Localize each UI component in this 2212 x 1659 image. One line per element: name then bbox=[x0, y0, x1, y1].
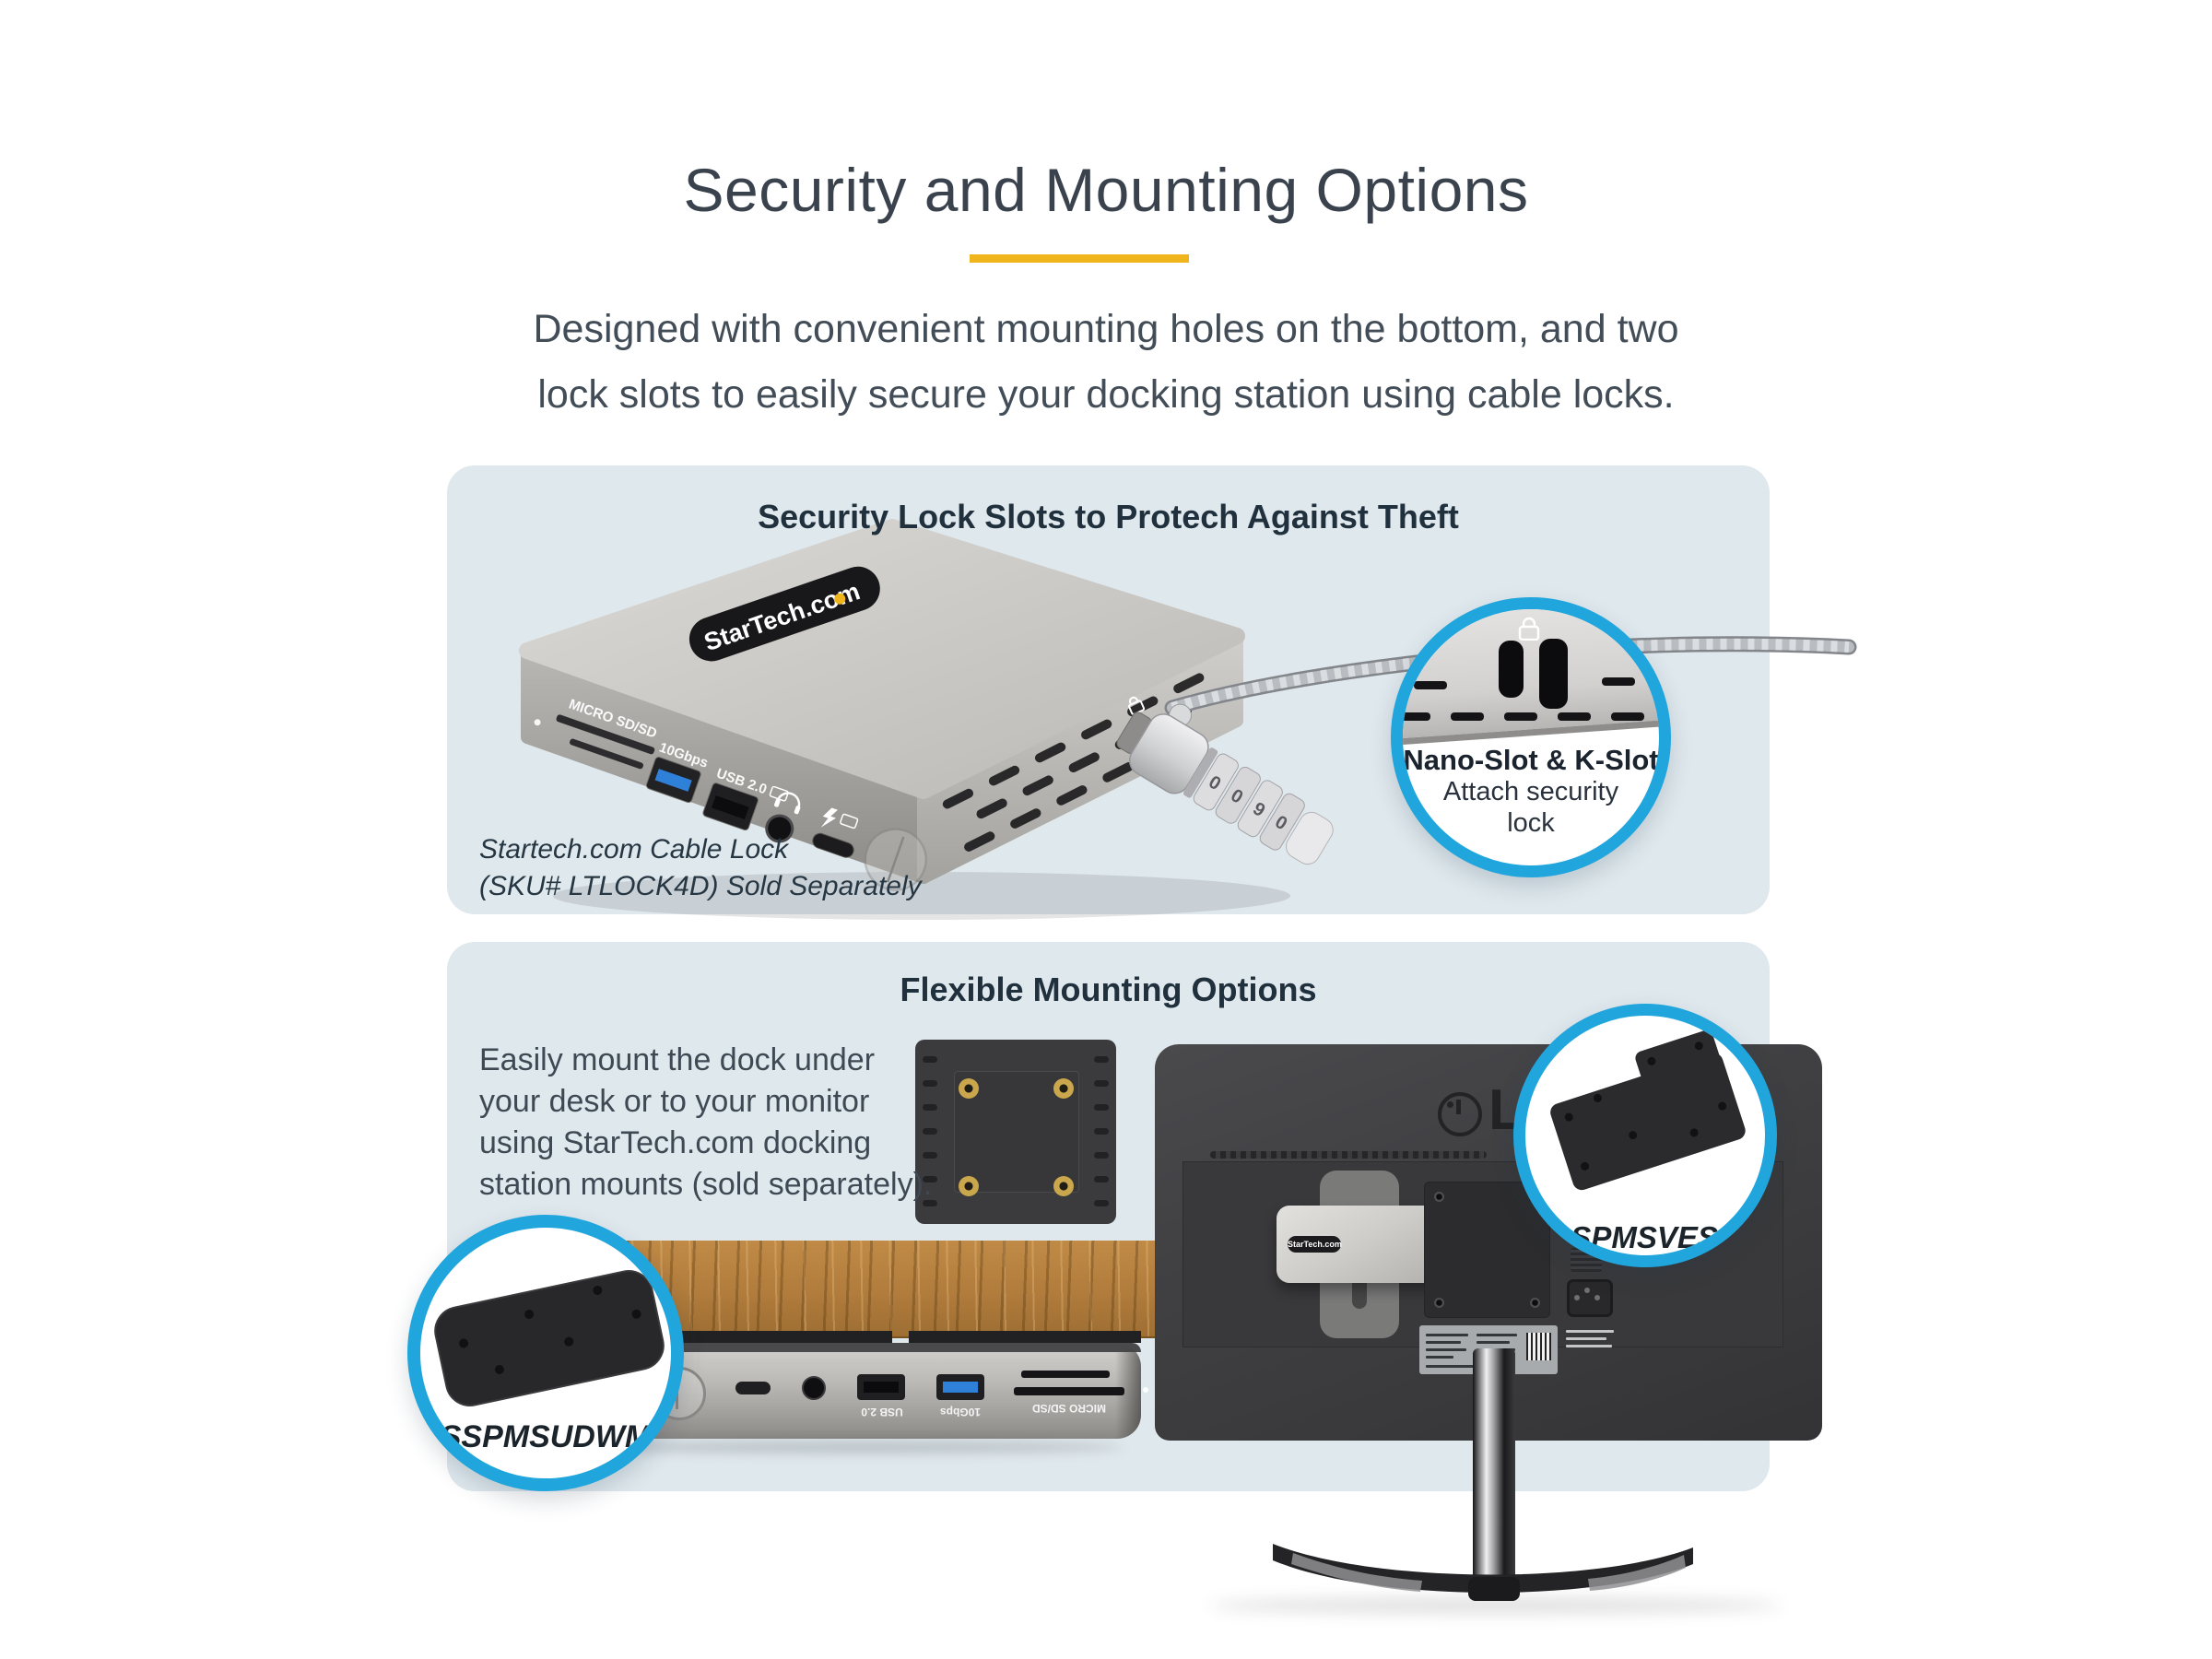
monitor-stand-neck bbox=[1473, 1348, 1515, 1590]
vesa-plate-label: SSPMSVESA bbox=[1550, 1220, 1740, 1254]
mounting-insert bbox=[959, 1078, 979, 1099]
sd-label-flipped: MICRO SD/SD bbox=[1032, 1402, 1107, 1415]
caption-line-2: (SKU# LTLOCK4D) Sold Separately bbox=[479, 871, 922, 901]
page-subtitle: Designed with convenient mounting holes … bbox=[0, 297, 2212, 428]
callout-title: Nano-Slot & K-Slot bbox=[1403, 744, 1659, 776]
monitor-vent bbox=[1210, 1151, 1487, 1159]
sd-slot bbox=[1014, 1387, 1124, 1395]
under-desk-plate-label: SSPMSUDWM bbox=[440, 1419, 652, 1454]
lock-slot-callout: Nano-Slot & K-Slot Attach security lock bbox=[1391, 597, 1671, 877]
mount-bracket bbox=[909, 1331, 1141, 1343]
callout-line-2: lock bbox=[1507, 808, 1555, 838]
lg-emblem-icon bbox=[1438, 1092, 1482, 1136]
vent-dash bbox=[1558, 712, 1591, 721]
body-line-4: station mounts (sold separately). bbox=[479, 1167, 933, 1202]
nano-lock-slot bbox=[1499, 641, 1524, 698]
vent-dash bbox=[1403, 712, 1430, 721]
barcode bbox=[1526, 1333, 1551, 1360]
vent-dash bbox=[1451, 712, 1484, 721]
caption-line-1: Startech.com Cable Lock bbox=[479, 834, 789, 865]
k-lock-slot bbox=[1539, 639, 1568, 709]
brand-badge: StarTech.com bbox=[1288, 1236, 1342, 1253]
microsd-slot bbox=[1021, 1371, 1110, 1378]
usb-a-2-port bbox=[857, 1374, 905, 1400]
vent-dash bbox=[1504, 712, 1537, 721]
vent-dash bbox=[1414, 681, 1447, 689]
subtitle-line-1: Designed with convenient mounting holes … bbox=[533, 307, 1679, 351]
dock-bottom-photo bbox=[915, 1040, 1116, 1224]
dock-shadow bbox=[606, 1441, 1123, 1453]
dock-mounted-on-monitor: StarTech.com bbox=[1277, 1206, 1445, 1283]
mount-bracket bbox=[627, 1331, 892, 1343]
padlock-icon bbox=[1518, 617, 1540, 641]
mounting-body-text: Easily mount the dock under your desk or… bbox=[479, 1040, 932, 1206]
mounting-insert bbox=[959, 1176, 979, 1196]
mounting-panel-heading: Flexible Mounting Options bbox=[900, 971, 1317, 1008]
vesa-mount-recess bbox=[1424, 1182, 1550, 1318]
usb2-label-flipped: USB 2.0 bbox=[861, 1406, 903, 1418]
vesa-plate-photo bbox=[1550, 1030, 1746, 1191]
under-desk-plate-photo bbox=[434, 1270, 665, 1406]
subtitle-line-2: lock slots to easily secure your docking… bbox=[537, 372, 1675, 417]
usb-a-fast-port bbox=[936, 1374, 984, 1400]
headphone-jack bbox=[802, 1376, 826, 1400]
power-led bbox=[1143, 1387, 1148, 1393]
title-accent-divider bbox=[970, 254, 1189, 263]
mounting-insert bbox=[1053, 1176, 1074, 1196]
power-inlet bbox=[1567, 1279, 1613, 1317]
security-panel-heading: Security Lock Slots to Protech Against T… bbox=[758, 498, 1459, 535]
desk-wood bbox=[605, 1241, 1158, 1338]
cable-lock-caption: Startech.com Cable Lock (SKU# LTLOCK4D) … bbox=[479, 831, 922, 905]
body-line-3: using StarTech.com docking bbox=[479, 1125, 872, 1160]
body-line-2: your desk or to your monitor bbox=[479, 1084, 870, 1119]
callout-line-1: Attach security bbox=[1442, 777, 1619, 806]
under-desk-plate-callout: SSPMSUDWM bbox=[407, 1215, 684, 1491]
page-title: Security and Mounting Options bbox=[683, 156, 1529, 224]
body-line-1: Easily mount the dock under bbox=[479, 1042, 876, 1077]
usb-fast-label-flipped: 10Gbps bbox=[940, 1406, 982, 1418]
monitor-stand-base bbox=[1273, 1544, 1693, 1601]
vesa-plate-callout: SSPMSVESA bbox=[1513, 1004, 1777, 1267]
usb-c-port bbox=[735, 1382, 771, 1394]
vent-dash bbox=[1611, 712, 1644, 721]
vent-dash bbox=[1602, 677, 1635, 686]
mounting-insert bbox=[1053, 1078, 1074, 1099]
